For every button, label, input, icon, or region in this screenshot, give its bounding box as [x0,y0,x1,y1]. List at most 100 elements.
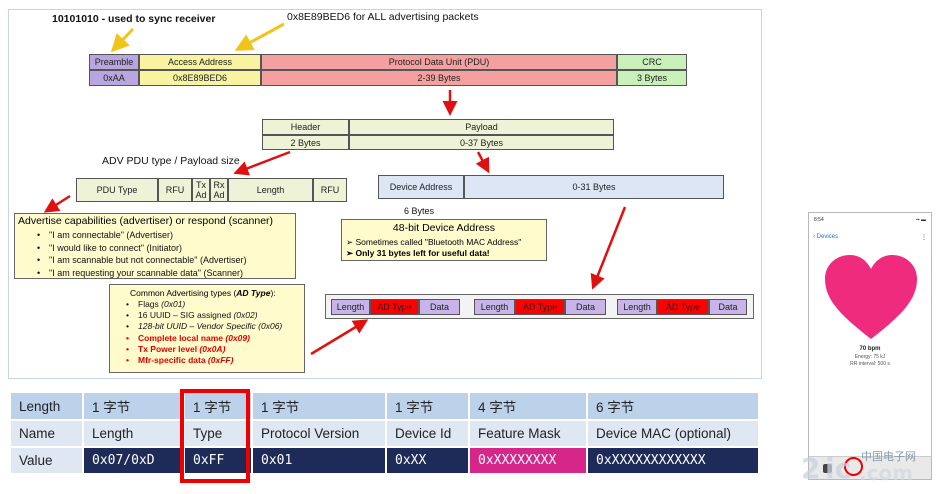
adv-field-tx: Tx [196,180,206,190]
packet-pdu-header: Protocol Data Unit (PDU) [261,54,617,70]
pdu-header-label: Header [262,119,349,135]
length-cell: 4 字节 [469,393,588,421]
packet-crc-value: 3 Bytes [617,70,687,86]
access-address-note: 0x8E89BED6 for ALL advertising packets [287,11,479,23]
table-row-name: Name Length Type Protocol Version Device… [11,420,760,448]
ad-structure-2-data: Data [565,299,606,315]
adv-pdu-note: ADV PDU type / Payload size [102,155,240,167]
value-cell: 0x07/0xD [83,447,185,475]
device-address-title: 48-bit Device Address [392,222,496,234]
length-cell: 1 字节 [252,393,387,421]
svg-text:ic: ic [825,452,851,485]
value-cell: 0xFF [184,447,253,475]
payload-data-size: 0-31 Bytes [464,175,724,199]
packet-access-header: Access Address [139,54,261,70]
heart-rate: 70 bpm [859,346,881,352]
type-column-highlight [180,389,250,483]
capability-item: •"I am requesting your scannable data" (… [37,267,243,278]
ad-type-item: •Tx Power level (0x0A) [126,343,226,354]
ad-structure-1-length: Length [331,299,370,315]
phone-frame: 8:54 ▪▪ ▬ ‹ Devices ⋮ 70 bpm Energy: 75 … [808,212,932,480]
svg-text:.com: .com [859,461,913,485]
rr-interval-readout: RR interval: 500 s [850,361,890,367]
ad-structure-2-adtype: AD Type [515,299,565,315]
status-time: 8:54 [814,217,824,223]
ad-structure-3-length: Length [617,299,657,315]
adv-field-pdu-type: PDU Type [76,178,158,202]
ad-structure-3-data: Data [709,299,747,315]
header-arrow [233,150,291,176]
adv-field-rx: Rx [213,180,225,190]
capability-item: •"I am scannable but not connectable" (A… [37,255,247,265]
row-label-length: Length [11,393,84,421]
name-cell: Length [83,420,185,448]
pdu-type-arrow [43,194,71,213]
format-table: Length 1 字节 1 字节 1 字节 1 字节 4 字节 6 字节 Nam… [11,393,760,475]
packet-pdu-value: 2-39 Bytes [261,70,617,86]
pdu-payload-size: 0-37 Bytes [349,135,614,150]
packet-preamble-header: Preamble [89,54,139,70]
add-button-highlight[interactable] [844,457,863,476]
name-cell: Device Id [386,420,470,448]
data-arrow [590,206,627,290]
ad-types-list: •Flags (0x01) •16 UUID – SIG assigned (0… [126,299,282,366]
value-cell: 0xXX [386,447,470,475]
ad-types-box: Common Advertising types (AD Type): •Fla… [109,284,305,373]
packet-access-value: 0x8E89BED6 [139,70,261,86]
back-button[interactable]: ‹ Devices [813,234,839,240]
ad-type-item: •16 UUID – SIG assigned (0x02) [126,310,258,321]
length-cell: 1 字节 [184,393,253,421]
adv-field-txadd: Tx Ad [192,178,210,202]
ad-type-item: •Flags (0x01) [126,299,186,309]
preamble-arrow [110,27,135,53]
capability-item: •"I am connectable" (Advertiser) [37,230,173,240]
capabilities-list: •"I am connectable" (Advertiser) •"I wou… [37,229,247,279]
length-cell: 1 字节 [386,393,470,421]
payload-arrow [475,151,490,174]
device-address-item: ➢ Sometimes called "Bluetooth MAC Addres… [346,237,522,247]
capability-item: •"I would like to connect" (Initiator) [37,242,182,253]
diagram-panel [8,9,762,379]
ad-structure-2-length: Length [474,299,515,315]
adv-field-rfu: RFU [158,178,192,202]
adv-field-length: Length [228,178,313,202]
table-row-value: Value 0x07/0xD 0xFF 0x01 0xXX 0xXXXXXXXX… [11,447,760,475]
payload-device-address: Device Address [378,175,464,199]
capabilities-box: Advertise capabilities (advertiser) or r… [14,213,296,279]
value-cell: 0xXXXXXXXX [469,447,588,475]
name-cell: Feature Mask [469,420,588,448]
access-address-arrow [234,22,285,51]
ad-type-item: •Mfr-specific data (0xFF) [126,355,234,366]
adv-field-rx-ad: Ad [213,190,225,200]
row-label-name: Name [11,420,84,448]
length-cell: 1 字节 [83,393,185,421]
phone-status-bar: 8:54 ▪▪ ▬ [809,213,931,227]
signal-icon: ▪▪ ▬ [916,217,926,223]
ad-structure-1-adtype: AD Type [370,299,419,315]
share-button[interactable] [823,464,832,473]
value-cell: 0xXXXXXXXXXXXX [587,447,760,475]
pdu-payload-label: Payload [349,119,614,135]
watermark: 2 ic .com 中国电子网 [797,446,937,486]
watermark-logo-icon: 2 ic .com [801,452,913,485]
ad-structure-3-adtype: AD Type [657,299,709,315]
packet-crc-header: CRC [617,54,687,70]
name-cell: Type [184,420,253,448]
phone-bottom-bar [809,456,931,479]
more-options-icon[interactable]: ⋮ [921,234,927,241]
ad-type-item: •Complete local name (0x09) [126,332,250,343]
svg-text:2: 2 [801,452,820,485]
watermark-text: 中国电子网 [861,450,916,463]
length-cell: 6 字节 [587,393,760,421]
capabilities-title: Advertise capabilities (advertiser) or r… [18,215,274,227]
row-label-value: Value [11,447,84,475]
energy-readout: Energy: 75 kJ [854,354,886,360]
packet-preamble-value: 0xAA [89,70,139,86]
device-address-box: 48-bit Device Address ➢ Sometimes called… [341,219,547,261]
name-cell: Device MAC (optional) [587,420,760,448]
name-cell: Protocol Version [252,420,387,448]
phone-nav-bar: ‹ Devices ⋮ [809,227,931,247]
preamble-note: 10101010 - used to sync receiver [52,13,216,25]
ad-type-arrow [310,319,369,356]
